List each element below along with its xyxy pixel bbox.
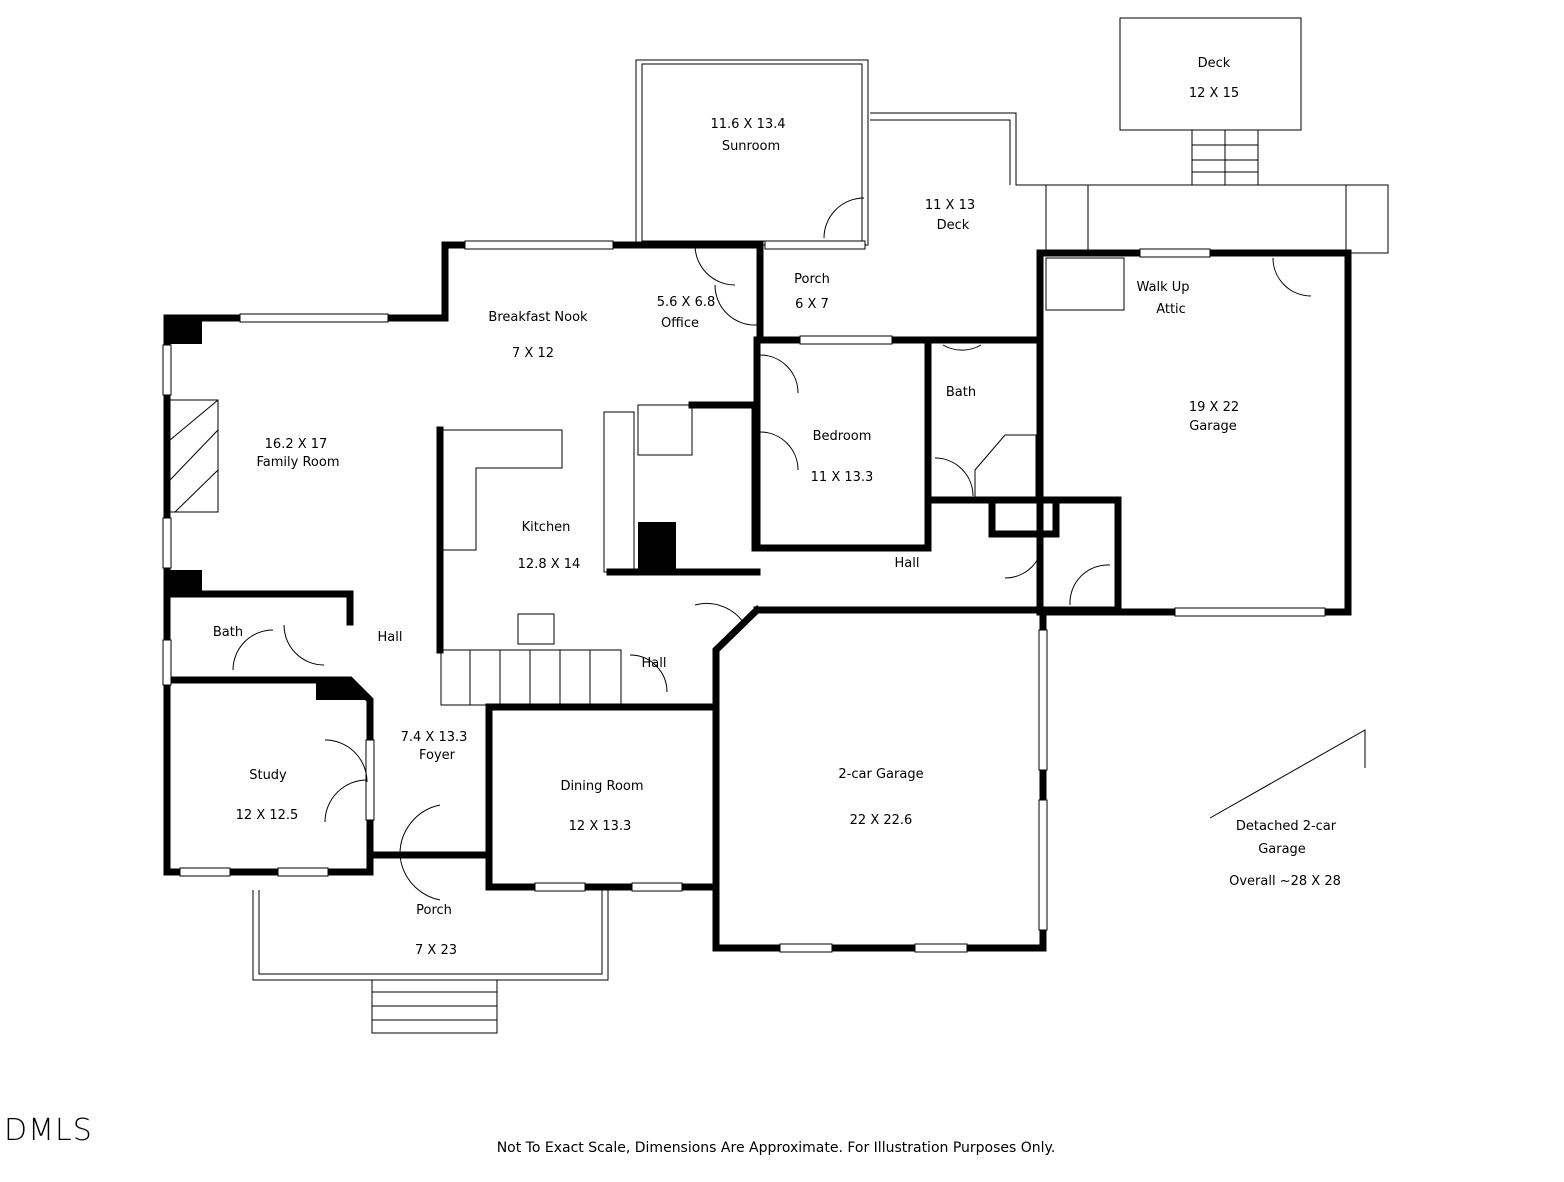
foyer-size: 7.4 X 13.3 [401,730,468,745]
breakfast-name: Breakfast Nook [488,310,588,325]
disclaimer: Not To Exact Scale, Dimensions Are Appro… [497,1140,1056,1156]
study-size: 12 X 12.5 [236,808,299,823]
hall-left-name: Hall [378,630,403,645]
dining-size: 12 X 13.3 [569,819,632,834]
foyer-name: Foyer [419,748,456,763]
dining-name: Dining Room [560,779,643,794]
attic-name2: Attic [1156,302,1186,317]
breakfast-size: 7 X 12 [512,346,554,361]
porch-back-name: Porch [794,272,830,287]
walls [163,241,1352,952]
family-name: Family Room [257,455,340,470]
hall-right-name: Hall [895,556,920,571]
family-size: 16.2 X 17 [265,437,328,452]
doors [232,197,1312,901]
study-name: Study [249,768,287,783]
hall-mid-name: Hall [642,656,667,671]
garage-size: 19 X 22 [1189,400,1239,415]
room-labels: Deck 12 X 15 11.6 X 13.4 Sunroom 11 X 13… [213,56,1341,958]
office-name: Office [661,316,699,331]
thin-outlines [169,17,1389,1034]
bedroom-size: 11 X 13.3 [811,470,874,485]
office-size: 5.6 X 6.8 [657,295,716,310]
deck-top-name: Deck [1198,56,1231,71]
porch-back-size: 6 X 7 [795,297,829,312]
kitchen-size: 12.8 X 14 [518,557,581,572]
detached-line1: Detached 2-car [1236,819,1337,834]
garage2-size: 22 X 22.6 [850,813,913,828]
deck-top-size: 12 X 15 [1189,86,1239,101]
porch-front-size: 7 X 23 [415,943,457,958]
bath-right-name: Bath [946,385,976,400]
attic-name: Walk Up [1136,280,1189,295]
sunroom-size: 11.6 X 13.4 [710,117,785,132]
sunroom-name: Sunroom [722,139,780,154]
deck-size: 11 X 13 [925,198,975,213]
bath-left-name: Bath [213,625,243,640]
bedroom-name: Bedroom [813,429,872,444]
windows [162,240,1326,953]
deck-name: Deck [937,218,970,233]
porch-front-name: Porch [416,903,452,918]
dmls-logo: DMLS [4,1113,93,1148]
detached-line3: Overall ~28 X 28 [1229,874,1341,889]
garage-name: Garage [1189,419,1237,434]
detached-line2: Garage [1258,842,1306,857]
kitchen-name: Kitchen [522,520,571,535]
garage2-name: 2-car Garage [838,767,923,782]
